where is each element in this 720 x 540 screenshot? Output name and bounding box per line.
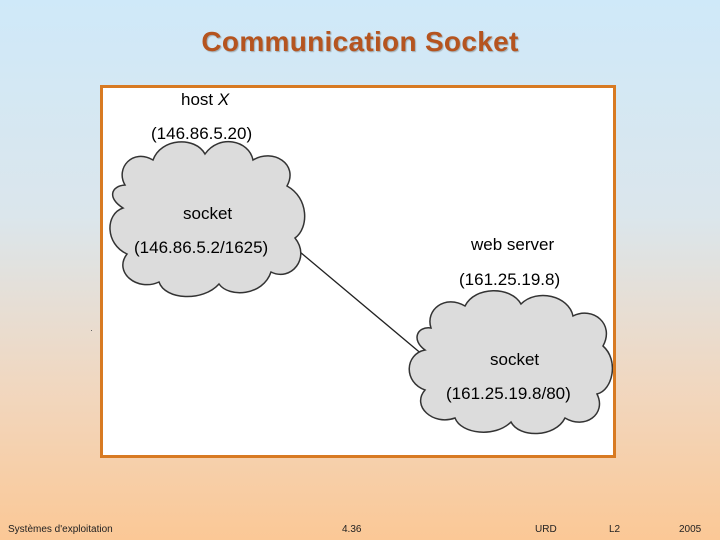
host-socket-cloud	[109, 140, 306, 298]
server-ip: (161.25.19.8)	[459, 270, 561, 289]
diagram-canvas	[109, 140, 613, 435]
host-socket-address: (146.86.5.2/1625)	[134, 238, 269, 257]
server-socket-cloud	[408, 290, 613, 435]
server-label: web server	[471, 235, 555, 254]
footer-page-number: 4.36	[342, 524, 362, 535]
footer-year: 2005	[679, 524, 702, 535]
host-ip: (146.86.5.20)	[151, 124, 253, 143]
footer-level: L2	[609, 524, 621, 535]
host-label-text: host	[181, 90, 214, 109]
host-label: host X	[181, 90, 229, 110]
footer-course: Systèmes d'exploitation	[8, 524, 113, 535]
host-variable: X	[217, 90, 230, 109]
host-socket-label: socket	[183, 204, 233, 223]
socket-connection-line	[299, 251, 437, 367]
server-socket-label: socket	[490, 350, 540, 369]
footer-school: URD	[535, 524, 557, 535]
diagram-frame: host X (146.86.5.20) socket (146.86.5.2/…	[100, 85, 616, 458]
stray-dot	[91, 330, 92, 331]
server-socket-address: (161.25.19.8/80)	[446, 384, 571, 403]
slide-title: Communication Socket	[201, 26, 519, 57]
